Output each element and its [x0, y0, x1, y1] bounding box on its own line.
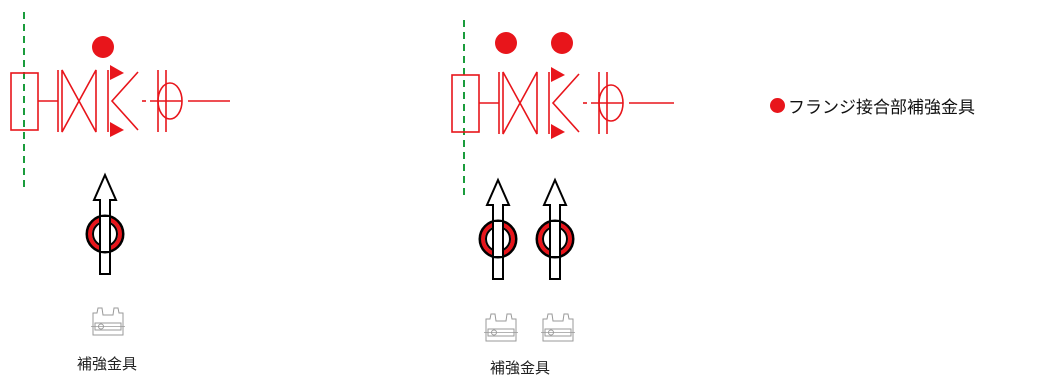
pipeline-symbol [10, 69, 230, 133]
red-dot-icon [770, 98, 785, 113]
up-arrow-icon [478, 177, 518, 280]
flange-marker-dot [92, 36, 114, 58]
caption-right: 補強金具 [490, 359, 551, 377]
up-arrow-icon [85, 172, 125, 275]
flange-marker-dot [551, 32, 573, 54]
flange-triangles [551, 67, 565, 139]
legend-text: フランジ接合部補強金具 [788, 98, 975, 118]
pipeline-symbol [451, 71, 674, 135]
valve-assembly-right [451, 20, 674, 196]
up-arrow-icon [535, 177, 575, 280]
legend: フランジ接合部補強金具 [770, 93, 975, 118]
flange-triangles [110, 65, 124, 137]
valve-assembly-left [10, 12, 230, 190]
reinforcement-fitting-icon [540, 313, 576, 342]
flange-marker-dot [495, 32, 517, 54]
caption-left: 補強金具 [77, 355, 138, 373]
reinforcement-fitting-icon [90, 307, 126, 336]
reinforcement-fitting-icon [483, 313, 519, 342]
